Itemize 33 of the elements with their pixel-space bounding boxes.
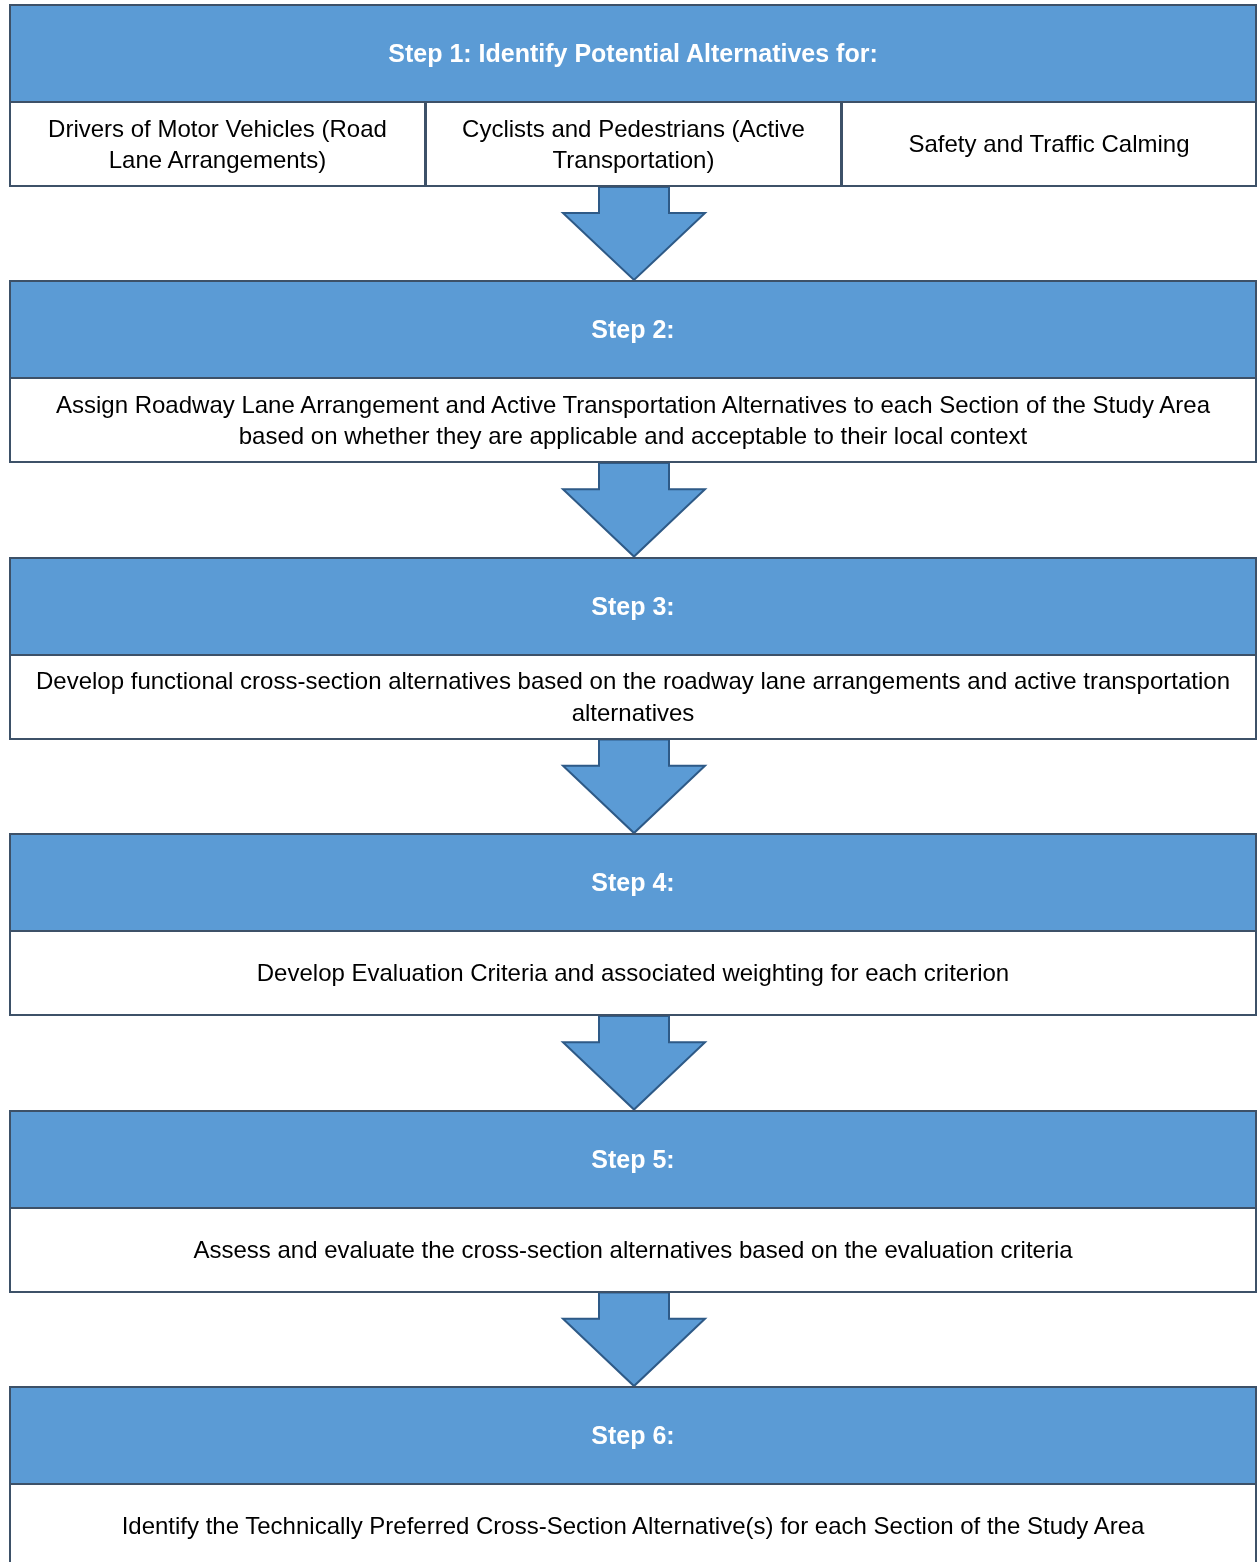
step-description-box (9, 930, 1257, 1016)
block-arrow (560, 1291, 708, 1388)
step-description: Drivers of Motor Vehicles (Road Lane Arrangements) (47, 113, 388, 175)
step-description: Assess and evaluate the cross-section alternatives based on the evaluation criteria (193, 1234, 1073, 1265)
block-arrow (560, 186, 708, 282)
step-title: Step 2: (591, 315, 675, 344)
block-arrow (560, 462, 708, 558)
step-description: Identify the Technically Preferred Cross-Section Alternative(s) for each Section of the Study Area (121, 1511, 1145, 1542)
step-title: Step 4: (591, 868, 675, 897)
step-description: Develop functional cross-section alternatives based on the roadway lane arrangements and active transportation alternatives (35, 666, 1231, 728)
step-title: Step 6: (591, 1421, 675, 1450)
step-header-band (9, 280, 1257, 379)
step-header-band (9, 4, 1257, 103)
block-arrow (560, 1015, 708, 1111)
step-header-band (9, 833, 1257, 932)
step-header-band (9, 1386, 1257, 1485)
step-description-box (425, 101, 842, 187)
block-arrow (560, 738, 708, 835)
step-header-band (9, 1109, 1257, 1209)
step-description-box (9, 1483, 1257, 1562)
step-title: Step 1: Identify Potential Alternatives for: (388, 39, 878, 68)
step-title: Step 3: (591, 591, 675, 621)
step-description: Safety and Traffic Calming (908, 129, 1190, 160)
step-description-box (9, 101, 426, 187)
step-title: Step 5: (591, 1144, 675, 1174)
step-header-band (9, 556, 1257, 656)
step-description-box (9, 377, 1257, 463)
step-description-box (841, 101, 1257, 187)
step-description-box (9, 1206, 1257, 1293)
step-description: Cyclists and Pedestrians (Active Transportation) (461, 113, 806, 175)
step-description: Assign Roadway Lane Arrangement and Active Transportation Alternatives to each Section of the Study Area based on whether they are applicable and acceptable to their local context (54, 389, 1211, 451)
step-description-box (9, 653, 1257, 740)
step-description: Develop Evaluation Criteria and associated weighting for each criterion (256, 958, 1010, 989)
